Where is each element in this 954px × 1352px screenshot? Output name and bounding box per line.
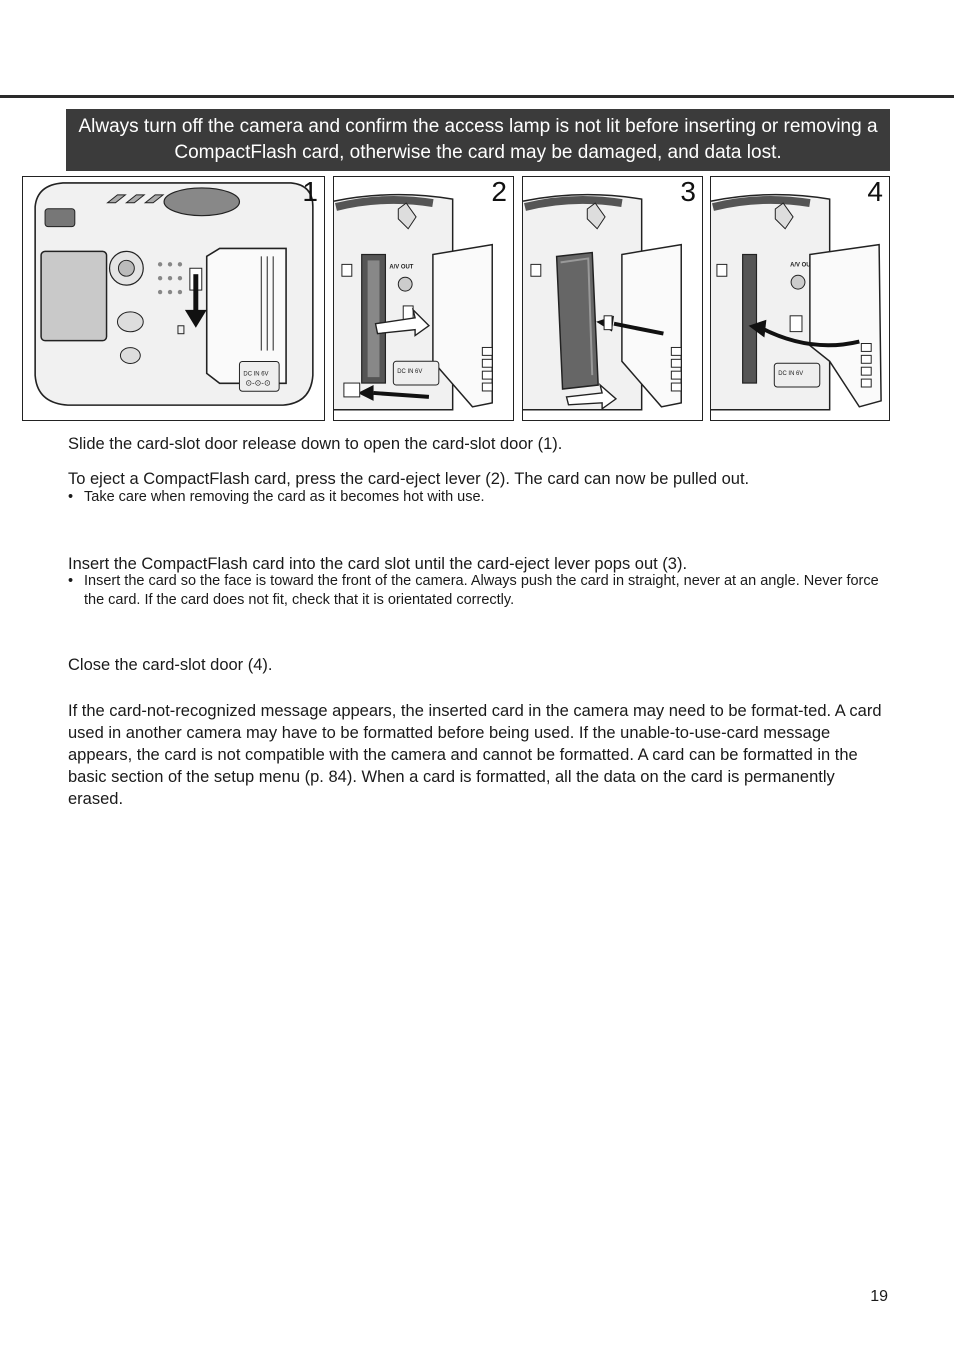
figure-number-2: 2 xyxy=(491,176,507,207)
camera-illustration-4: A/V OUT DC IN 6V xyxy=(711,193,882,411)
bullet-symbol: • xyxy=(68,489,74,505)
dc-in-label-2: DC IN 6V xyxy=(397,369,422,375)
figure-number-4: 4 xyxy=(867,176,883,207)
dc-in-label-1: DC IN 6V xyxy=(243,371,268,377)
figure-number-1: 1 xyxy=(302,176,318,207)
page-number: 19 xyxy=(870,1288,888,1305)
bullet-text: Take care when removing the card as it b… xyxy=(84,489,485,505)
camera-illustration-1: DC IN 6V ⊙-⊙-⊙ xyxy=(34,182,314,406)
bullet-text: Insert the card so the face is toward th… xyxy=(84,573,879,608)
figure-4: A/V OUT DC IN 6V 4 xyxy=(710,176,890,421)
av-out-label-4: A/V OUT xyxy=(790,262,814,268)
av-out-label-2: A/V OUT xyxy=(389,264,413,270)
camera-illustration-2: A/V OUT DC IN 6V xyxy=(334,193,493,411)
figure-2: A/V OUT DC IN 6V 2 xyxy=(333,176,514,421)
paragraph-insert-card: Insert the CompactFlash card into the ca… xyxy=(68,555,688,573)
paragraph-open-door: Slide the card-slot door release down to… xyxy=(68,435,563,453)
camera-illustration-3 xyxy=(523,193,682,411)
dc-in-label-4: DC IN 6V xyxy=(778,371,803,377)
top-rule xyxy=(0,95,954,98)
warning-banner: Always turn off the camera and confirm t… xyxy=(66,109,890,171)
paragraph-close-door: Close the card-slot door (4). xyxy=(68,656,273,674)
bullet-card-orientation: • Insert the card so the face is toward … xyxy=(68,572,890,610)
bullet-symbol: • xyxy=(68,573,74,589)
paragraph-eject-card: To eject a CompactFlash card, press the … xyxy=(68,470,750,488)
svg-text:⊙-⊙-⊙: ⊙-⊙-⊙ xyxy=(245,378,270,387)
figure-number-3: 3 xyxy=(680,176,696,207)
paragraph-card-not-recognized: If the card-not-recognized message appea… xyxy=(68,702,882,808)
figure-1: DC IN 6V ⊙-⊙-⊙ 1 xyxy=(22,176,325,421)
figure-3: 3 xyxy=(522,176,703,421)
bullet-card-hot: • Take care when removing the card as it… xyxy=(68,488,888,507)
